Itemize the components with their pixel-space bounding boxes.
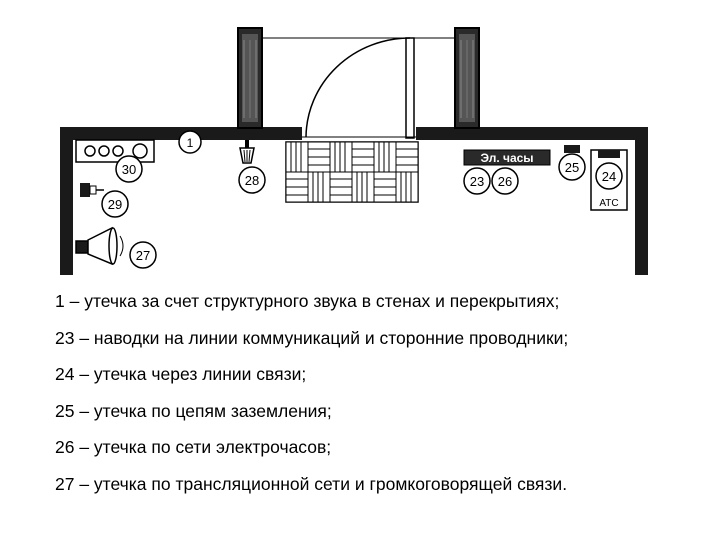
- electric-clock: Эл. часы: [463, 149, 551, 166]
- speaker-column-right: [454, 27, 480, 129]
- loudspeaker-horn: [75, 226, 124, 266]
- marker-25: 25: [558, 153, 586, 181]
- marker-25-label: 25: [565, 160, 579, 175]
- marker-27: 27: [129, 241, 157, 269]
- marker-23-label: 23: [470, 174, 484, 189]
- marker-30-label: 30: [122, 162, 136, 177]
- marker-24: 24: [595, 162, 623, 190]
- marker-26-label: 26: [498, 174, 512, 189]
- equipment-panel: [75, 139, 155, 163]
- marker-29-label: 29: [108, 197, 122, 212]
- legend-item-25: 25 – утечка по цепям заземления;: [55, 400, 332, 421]
- wall-top-left: [60, 127, 302, 140]
- wall-device: [80, 183, 104, 197]
- door: [262, 37, 455, 139]
- parquet-floor: [285, 141, 419, 203]
- room-plan-diagram: Эл. часы АТС 1 30 28 29 27 23 26 25: [60, 27, 648, 275]
- door-leaf: [405, 37, 415, 139]
- marker-27-label: 27: [136, 248, 150, 263]
- marker-26: 26: [491, 167, 519, 195]
- marker-1: 1: [178, 130, 202, 154]
- marker-30: 30: [115, 155, 143, 183]
- legend-item-26: 26 – утечка по сети электрочасов;: [55, 437, 332, 457]
- walls: [60, 127, 648, 275]
- grounding-box: [564, 145, 580, 153]
- speaker-column-left: [237, 27, 263, 129]
- marker-23: 23: [463, 167, 491, 195]
- marker-24-label: 24: [602, 169, 616, 184]
- ceiling-lamp: [239, 140, 255, 164]
- legend-item-27: 27 – утечка по трансляционной сети и гро…: [55, 473, 568, 494]
- door-swing-arc: [305, 37, 411, 138]
- legend-item-24: 24 – утечка через линии связи;: [55, 364, 307, 384]
- legend-item-1: 1 – утечка за счет структурного звука в …: [55, 291, 560, 311]
- marker-28: 28: [238, 166, 266, 194]
- marker-29: 29: [101, 190, 129, 218]
- marker-1-label: 1: [187, 136, 194, 150]
- electric-clock-label: Эл. часы: [480, 151, 533, 165]
- legend-list: 1 – утечка за счет структурного звука в …: [55, 283, 695, 502]
- wall-right: [635, 127, 648, 275]
- wall-left: [60, 127, 73, 275]
- legend-item-23: 23 – наводки на линии коммуникаций и сто…: [55, 327, 569, 348]
- wall-top-right: [416, 127, 648, 140]
- marker-28-label: 28: [245, 173, 259, 188]
- ats-label: АТС: [599, 198, 618, 209]
